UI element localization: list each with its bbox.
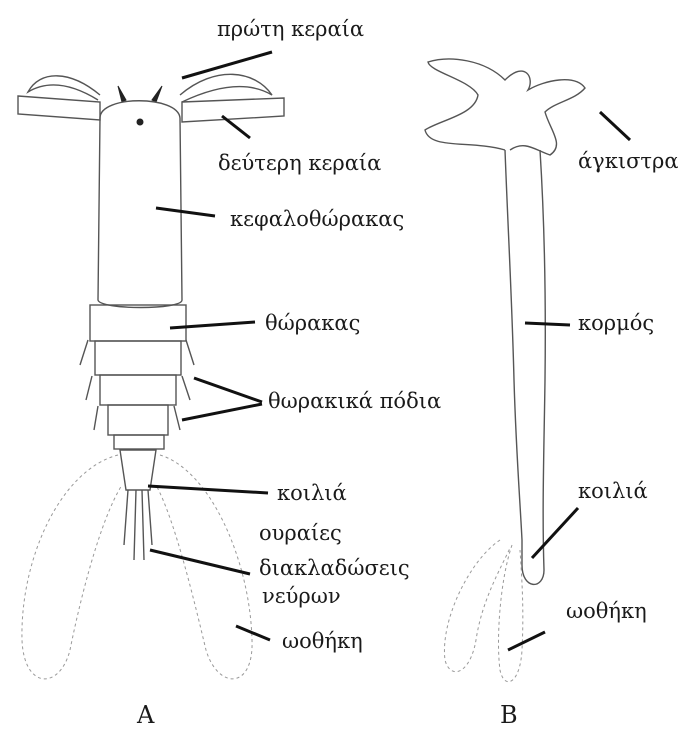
caption-b: B (500, 702, 518, 728)
label-second-antenna: δεύτερη κεραία (218, 152, 381, 175)
label-nerve-branches-2: νεύρων (262, 585, 341, 608)
label-trunk: κορμός (578, 312, 654, 335)
label-abdomen-b: κοιλιά (578, 480, 648, 503)
cephalothorax-shape (98, 101, 182, 308)
left-antenna-segment (18, 96, 100, 120)
thorax-segment-1 (90, 305, 186, 341)
label-egg-sac-b: ωοθήκη (566, 600, 647, 623)
label-hooks: άγκιστρα (578, 150, 679, 173)
label-egg-sac-a: ωοθήκη (282, 630, 363, 653)
trunk-shape (505, 150, 545, 570)
leader-trunk (525, 323, 570, 325)
leader-abdomen-a (148, 486, 268, 493)
label-cephalothorax: κεφαλοθώρακας (230, 208, 404, 231)
label-thorax: θώρακας (265, 312, 360, 335)
caudal-rami (124, 490, 152, 560)
egg-sac-b-2 (499, 545, 523, 682)
left-egg-sac (22, 455, 122, 679)
thoracic-legs-shape (80, 340, 194, 430)
left-second-antenna (28, 76, 100, 100)
anchor-hooks (425, 59, 585, 155)
abdomen-shape (120, 450, 156, 490)
right-second-antenna (180, 74, 272, 102)
leader-abdomen-b (532, 508, 578, 558)
thorax-segment-3 (100, 375, 176, 405)
label-nerve-branches-1: διακλαδώσεις (259, 557, 410, 580)
thorax-segment-5 (114, 435, 164, 449)
label-first-antenna: πρώτη κεραία (217, 18, 364, 41)
figure-a-drawing (18, 52, 284, 679)
label-thoracic-legs: θωρακικά πόδια (268, 390, 441, 413)
caption-a: A (137, 702, 154, 728)
thorax-segment-4 (108, 405, 168, 435)
leader-legs-2 (182, 404, 262, 420)
leader-thorax (170, 322, 255, 328)
leader-legs-1 (194, 378, 262, 402)
leader-hooks (600, 112, 630, 140)
right-antenna-segment (182, 98, 284, 122)
right-first-antenna (152, 86, 162, 102)
label-abdomen-a: κοιλιά (277, 482, 347, 505)
left-first-antenna (118, 86, 126, 102)
leader-nerves (150, 550, 250, 574)
eye (137, 119, 143, 125)
leader-egg-sac-b (508, 632, 545, 650)
thorax-segment-2 (95, 341, 181, 375)
leader-cephalothorax (156, 208, 215, 216)
leader-egg-sac-a (236, 626, 270, 640)
label-tail: ουραίες (259, 522, 342, 545)
